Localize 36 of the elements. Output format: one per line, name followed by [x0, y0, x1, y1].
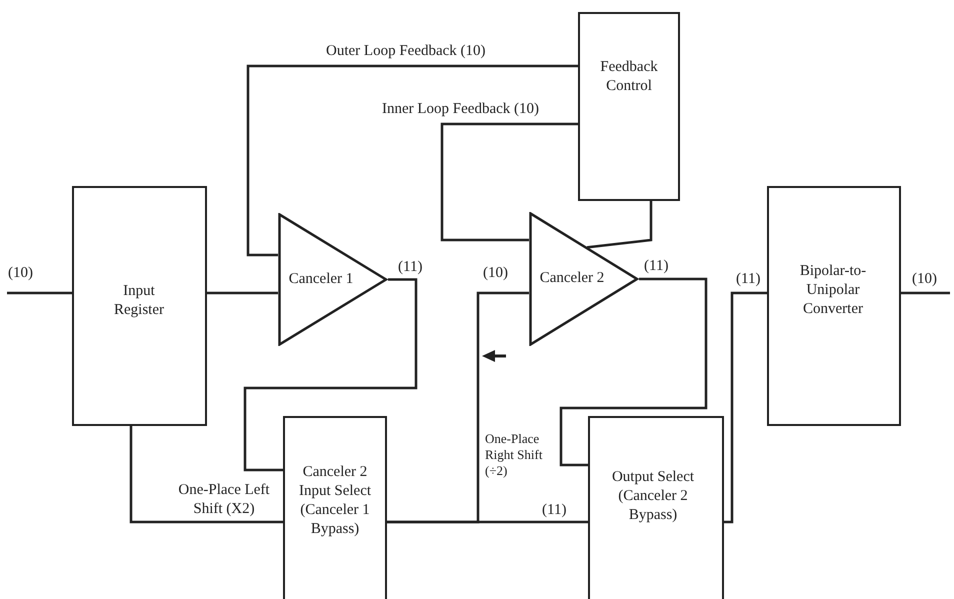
block-label: Input Register: [113, 282, 165, 320]
signal-label: One-Place Left Shift (X2): [177, 481, 271, 519]
connector-line: [7, 292, 72, 294]
canceler-triangle: [529, 212, 639, 346]
block-box: [578, 12, 680, 201]
block-box: [767, 186, 901, 426]
signal-label: (11): [736, 270, 760, 289]
block-label: Bipolar-to-Unipolar Converter: [798, 262, 868, 319]
block-label: Feedback Control: [599, 58, 659, 96]
block-label: Canceler 2 Input Select (Canceler 1 Bypass): [298, 463, 372, 539]
signal-label: Inner Loop Feedback (10): [382, 100, 540, 119]
connector-line: [560, 278, 708, 466]
signal-label: (10): [912, 270, 937, 289]
signal-label: (11): [542, 501, 566, 520]
signal-label: Outer Loop Feedback (10): [326, 42, 486, 61]
connector-line: [901, 292, 950, 294]
block-label: Canceler 2: [538, 269, 606, 288]
connector-line: [586, 201, 652, 249]
block-box: [588, 416, 724, 599]
signal-label: One-Place Right Shift (÷2): [485, 431, 544, 479]
connector-line: [724, 292, 767, 524]
connector-line: [207, 292, 278, 294]
block-box: [283, 416, 387, 599]
connector-line: [387, 292, 529, 524]
signal-label: (11): [644, 257, 668, 276]
block-label: Output Select (Canceler 2 Bypass): [610, 468, 696, 525]
signal-label: (10): [8, 264, 33, 283]
block-label: Canceler 1: [288, 270, 354, 289]
connector-line: [246, 64, 578, 256]
block-box: [72, 186, 207, 426]
connector-line: [130, 426, 283, 524]
connector-line: [244, 278, 418, 472]
connector-line: [440, 122, 578, 242]
canceler-triangle: [278, 213, 388, 346]
signal-label: (11): [398, 258, 422, 277]
bit-width-label: (10): [483, 264, 508, 283]
